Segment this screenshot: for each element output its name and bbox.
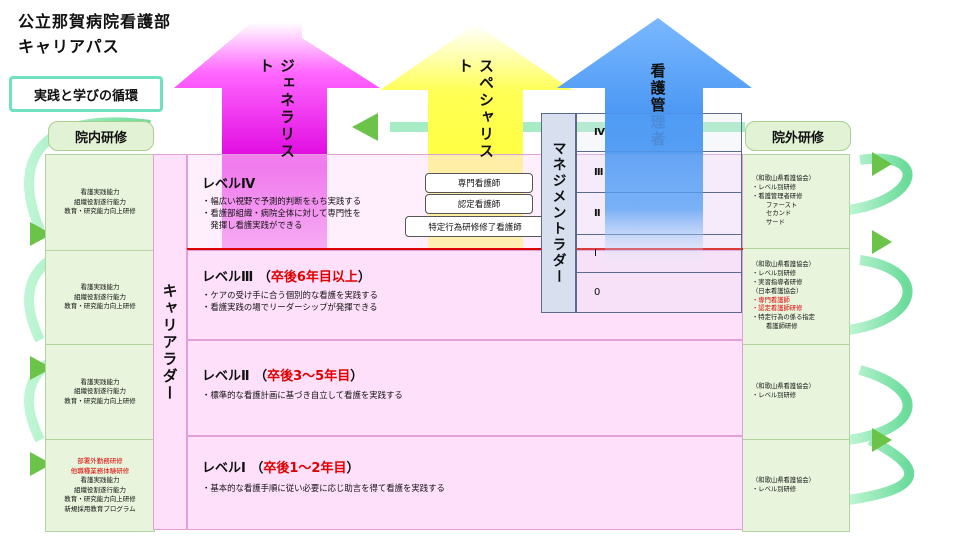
left-header-in-hospital-training: 院内研修 bbox=[48, 121, 154, 151]
level-description: ・幅広い視野で予測的判断をもち実践する ・看護部組織・病院全体に対して専門性を … bbox=[202, 195, 361, 231]
training-item: 看護実践能力 bbox=[80, 188, 120, 197]
level-qualifier-open: （ bbox=[250, 461, 264, 476]
management-level-num: Ⅳ bbox=[594, 127, 605, 138]
generalist-label: ジェネラリスト bbox=[257, 58, 296, 160]
external-training-item: ・認定看護師研修 bbox=[752, 305, 803, 313]
management-level-num: Ⅲ bbox=[594, 166, 604, 178]
specialist-box-cns: 専門看護師 bbox=[425, 173, 533, 193]
right-training-cell: （和歌山県看護協会）・レベル別研修 bbox=[743, 345, 849, 440]
level-description: ・基本的な看護手順に従い必要に応じ助言を得て看護を実践する bbox=[202, 482, 445, 494]
external-training-item: ファースト bbox=[766, 201, 798, 209]
external-training-item: ・専門看護師 bbox=[752, 296, 790, 304]
level-desc-line: ・基本的な看護手順に従い必要に応じ助言を得て看護を実践する bbox=[202, 483, 445, 493]
management-level-num: Ⅰ bbox=[594, 248, 597, 259]
level-name: レベルⅣ bbox=[202, 177, 256, 192]
external-training-item: ・レベル別研修 bbox=[752, 485, 797, 493]
level-desc-line: ・ケアの受け手に合う個別的な看護を実践する bbox=[202, 290, 378, 300]
external-training-item: （和歌山県看護協会） bbox=[752, 175, 815, 183]
training-item: 看護実践能力 bbox=[80, 476, 120, 484]
training-item: 新規採用教育プログラム bbox=[64, 504, 136, 513]
level-name: レベルⅢ bbox=[202, 270, 254, 285]
left-training-cell: 看護実践能力組織役割遂行能力教育・研究能力向上研修 bbox=[46, 345, 154, 440]
right-header-external-training: 院外研修 bbox=[745, 121, 851, 151]
level-row-1: レベルⅠ （卒後1～2年目） ・基本的な看護手順に従い必要に応じ助言を得て看護を… bbox=[187, 436, 743, 530]
level-qualifier-close: ） bbox=[346, 461, 360, 476]
level-heading: レベルⅡ （卒後3～5年目） bbox=[202, 365, 363, 384]
training-item: 組織役割遂行能力 bbox=[74, 387, 126, 396]
page-title-line2: キャリアパス bbox=[18, 37, 120, 56]
level-desc-line: ・幅広い視野で予測的判断をもち実践する bbox=[202, 196, 362, 206]
external-training-item: セカンド bbox=[766, 210, 792, 218]
level-heading: レベルⅣ bbox=[202, 173, 255, 192]
training-item: 教育・研究能力向上研修 bbox=[64, 207, 136, 216]
level-description: ・ケアの受け手に合う個別的な看護を実践する ・看護実践の場でリーダーシップが発揮… bbox=[202, 289, 378, 313]
manager-arrow-shaft bbox=[605, 113, 703, 273]
management-ladder-label: マネジメントラダー bbox=[550, 141, 567, 285]
training-item: 他職種業務体験研修 bbox=[70, 466, 130, 475]
training-item: 看護実践能力 bbox=[80, 377, 120, 386]
training-item: 看護実践能力 bbox=[80, 283, 120, 292]
external-training-item: サード bbox=[766, 219, 785, 227]
external-training-item: ・レベル別研修 bbox=[752, 183, 797, 191]
external-training-item: 看護師研修 bbox=[766, 322, 798, 330]
right-training-cell: （和歌山県看護協会）・レベル別研修・実習指導者研修（日本看護協会）・専門看護師・… bbox=[743, 249, 849, 345]
right-training-column: （和歌山県看護協会）・レベル別研修・看護管理者研修ファーストセカンドサード （和… bbox=[742, 154, 850, 532]
level-desc-line: ・看護部組織・病院全体に対して専門性を bbox=[202, 208, 361, 218]
external-training-item: ・看護管理者研修 bbox=[752, 192, 803, 200]
external-training-item: （和歌山県看護協会） bbox=[752, 476, 815, 484]
training-item: 教育・研究能力向上研修 bbox=[64, 495, 136, 503]
level-years: 卒後6年目以上 bbox=[270, 270, 358, 285]
right-green-arrows bbox=[872, 152, 892, 452]
left-training-cell: 看護実践能力組織役割遂行能力教育・研究能力向上研修 bbox=[46, 251, 154, 345]
management-ladder-label-column: マネジメントラダー bbox=[541, 113, 576, 313]
external-training-item: ・レベル別研修 bbox=[752, 270, 797, 278]
management-level-num: Ⅱ bbox=[594, 208, 601, 219]
level-name: レベルⅠ bbox=[202, 461, 246, 476]
training-item: 組織役割遂行能力 bbox=[74, 197, 126, 206]
external-training-item: （和歌山県看護協会） bbox=[752, 261, 815, 269]
level-desc-line: ・標準的な看護計画に基づき自立して看護を実践する bbox=[202, 390, 403, 400]
management-level-num: 0 bbox=[594, 287, 601, 298]
left-training-cell: 部署外勤務研修他職種業務体験研修看護実践能力組織役割遂行能力教育・研究能力向上研… bbox=[46, 440, 154, 531]
level-qualifier-close: ） bbox=[350, 369, 364, 384]
level-name: レベルⅡ bbox=[202, 369, 250, 384]
level-years: 卒後1～2年目 bbox=[263, 461, 347, 476]
level-qualifier-open: （ bbox=[254, 369, 268, 384]
cycle-label: 実践と学びの循環 bbox=[9, 76, 163, 112]
career-ladder-label: キャリアラダー bbox=[160, 282, 179, 402]
level-desc-line: 発揮し看護実践ができる bbox=[202, 220, 303, 230]
level-row-2: レベルⅡ （卒後3～5年目） ・標準的な看護計画に基づき自立して看護を実践する bbox=[187, 340, 743, 436]
right-training-cell: （和歌山県看護協会）・レベル別研修 bbox=[743, 440, 849, 531]
left-green-arrows bbox=[30, 222, 52, 476]
training-item: 組織役割遂行能力 bbox=[74, 292, 126, 301]
specialist-label: スペシャリスト bbox=[456, 58, 495, 160]
left-training-column: 看護実践能力組織役割遂行能力教育・研究能力向上研修 看護実践能力組織役割遂行能力… bbox=[45, 154, 155, 532]
training-item: 教育・研究能力向上研修 bbox=[64, 302, 136, 311]
level-desc-line: ・看護実践の場でリーダーシップが発揮できる bbox=[202, 302, 378, 312]
left-training-cell: 看護実践能力組織役割遂行能力教育・研究能力向上研修 bbox=[46, 155, 154, 251]
level-description: ・標準的な看護計画に基づき自立して看護を実践する bbox=[202, 389, 403, 401]
right-training-cell: （和歌山県看護協会）・レベル別研修・看護管理者研修ファーストセカンドサード bbox=[743, 155, 849, 249]
external-training-item: ・実習指導者研修 bbox=[752, 278, 803, 286]
training-item: 部署外勤務研修 bbox=[77, 457, 123, 465]
training-item: 教育・研究能力向上研修 bbox=[64, 396, 136, 405]
level-qualifier-open: （ bbox=[257, 270, 271, 285]
training-item: 組織役割遂行能力 bbox=[74, 485, 126, 494]
career-ladder-column: キャリアラダー bbox=[153, 154, 187, 530]
level-divider-red bbox=[187, 248, 743, 250]
external-training-item: ・特定行為の係る指定 bbox=[752, 314, 815, 322]
level-heading: レベルⅢ （卒後6年目以上） bbox=[202, 266, 371, 285]
management-level: 0 bbox=[577, 273, 741, 312]
page-title-line1: 公立那賀病院看護部 bbox=[18, 12, 172, 31]
specialist-box-cn: 認定看護師 bbox=[425, 194, 533, 214]
external-training-item: ・レベル別研修 bbox=[752, 392, 797, 399]
level-heading: レベルⅠ （卒後1～2年目） bbox=[202, 457, 360, 476]
external-training-item: （和歌山県看護協会） bbox=[752, 383, 815, 391]
level-qualifier-close: ） bbox=[357, 270, 371, 285]
level-years: 卒後3～5年目 bbox=[267, 369, 351, 384]
external-training-item: （日本看護協会） bbox=[752, 287, 803, 295]
